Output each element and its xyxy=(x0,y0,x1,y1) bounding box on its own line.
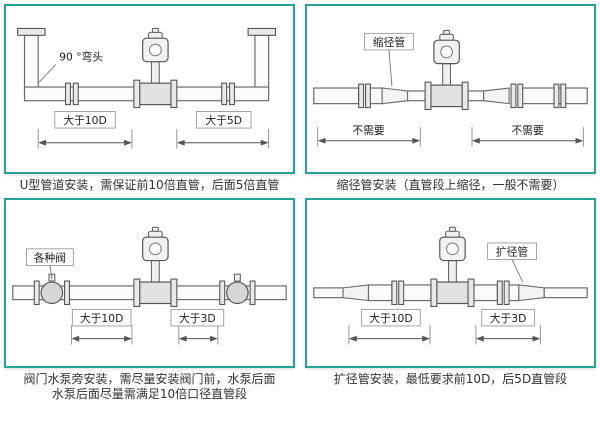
flowmeter-graphic xyxy=(430,226,475,307)
elbow-callout: 90 °弯头 xyxy=(38,51,103,83)
pipe-graphic xyxy=(313,83,588,109)
dim-right: 大于3D xyxy=(170,308,225,345)
panel-expander-installation: 扩径管 大于10D xyxy=(305,197,596,405)
panel-caption: 扩径管安装，最低要求前10D，后5D直管段 xyxy=(305,368,596,390)
dim-left-label: 大于10D xyxy=(369,312,412,325)
panel-valve-pump-installation: 各种阀 大于10D xyxy=(4,197,295,405)
elbow-label: 90 °弯头 xyxy=(59,51,103,64)
caption-line: 缩径管安装（直管段上缩径，一般不需要） xyxy=(336,178,565,192)
valve-diagram-frame: 各种阀 大于10D xyxy=(4,197,295,368)
dim-left: 大于10D xyxy=(37,111,133,149)
panel-reducer-installation: 缩径管 不需要 不需要 xyxy=(305,4,596,196)
caption-line: 扩径管安装，最低要求前10D，后5D直管段 xyxy=(333,371,568,386)
panel-caption: 缩径管安装（直管段上缩径，一般不需要） xyxy=(305,174,596,196)
dim-left: 大于10D xyxy=(348,308,431,345)
flowmeter-graphic xyxy=(133,226,178,307)
reducer-diagram: 缩径管 不需要 不需要 xyxy=(313,29,588,147)
dim-right-label: 大于3D xyxy=(179,312,216,325)
panel-u-pipe-installation: 90 °弯头 大于10D xyxy=(4,4,295,196)
dim-left-label: 大于10D xyxy=(63,114,106,127)
expander-diagram-frame: 扩径管 大于10D xyxy=(305,197,596,368)
dim-left-label: 不需要 xyxy=(352,124,384,137)
flowmeter-graphic xyxy=(424,29,469,111)
panel-caption: 阀门水泵旁安装，需尽量安装阀门前，水泵后面 水泵后面尽量需满足10倍口径直管段 xyxy=(4,368,295,405)
valve-label: 各种阀 xyxy=(34,251,66,264)
expander-diagram: 扩径管 大于10D xyxy=(313,226,588,345)
expander-callout: 扩径管 xyxy=(487,242,537,282)
dim-left: 大于10D xyxy=(70,308,133,345)
dim-right: 大于3D xyxy=(475,308,541,345)
dim-right: 大于5D xyxy=(176,111,270,149)
caption-line-1: 阀门水泵旁安装，需尽量安装阀门前，水泵后面 xyxy=(23,371,276,386)
dim-right-label: 大于3D xyxy=(490,312,527,325)
dim-right-label: 不需要 xyxy=(512,124,544,137)
caption-line: U型管道安装，需保证前10倍直管，后面5倍直管 xyxy=(19,178,280,192)
flowmeter-graphic xyxy=(133,27,178,109)
caption-line-2: 水泵后面尽量需满足10倍口径直管段 xyxy=(51,387,248,402)
u-pipe-diagram: 90 °弯头 大于10D xyxy=(17,27,277,149)
expander-label: 扩径管 xyxy=(496,245,528,258)
dim-right-label: 大于5D xyxy=(205,114,242,127)
dim-left-label: 大于10D xyxy=(80,312,123,325)
dim-right: 不需要 xyxy=(471,124,584,147)
valve-diagram: 各种阀 大于10D xyxy=(12,226,287,345)
panel-caption: U型管道安装，需保证前10倍直管，后面5倍直管 xyxy=(4,174,295,196)
reducer-label: 缩径管 xyxy=(373,36,405,49)
dim-left: 不需要 xyxy=(317,124,421,147)
valve-right-graphic xyxy=(219,273,256,305)
u-pipe-diagram-frame: 90 °弯头 大于10D xyxy=(4,4,295,174)
pipe-graphic xyxy=(313,280,588,305)
reducer-callout: 缩径管 xyxy=(364,32,414,87)
diagram-grid: 90 °弯头 大于10D xyxy=(4,4,596,405)
reducer-diagram-frame: 缩径管 不需要 不需要 xyxy=(305,4,596,174)
valve-callout: 各种阀 xyxy=(26,247,74,279)
